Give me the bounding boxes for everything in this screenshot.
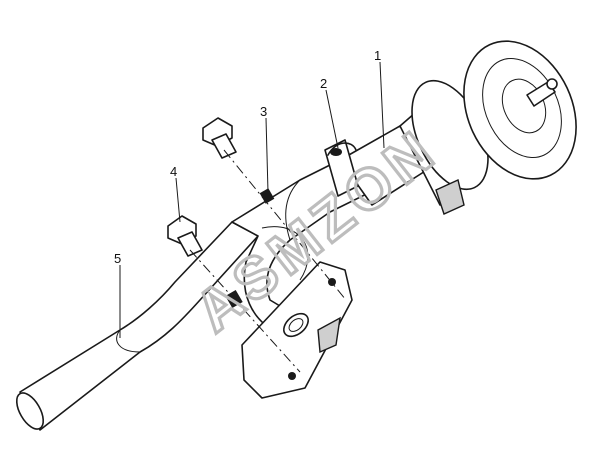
bolt-lower [167,215,203,257]
assembly-line-lower [189,249,301,373]
muffler [399,40,577,215]
bolt-upper [202,117,237,159]
assembly-line-upper [223,149,347,301]
leader-line-2 [325,89,339,149]
stud-upper [259,188,275,204]
clamp-section [324,125,431,206]
tailpipe [15,221,259,431]
flange-plate [241,261,353,399]
callout-label-1: 1 [374,48,381,63]
leader-line-1 [379,61,385,149]
callout-label-4: 4 [170,164,177,179]
callout-label-3: 3 [260,104,267,119]
leader-line-3 [265,117,269,193]
callout-label-5: 5 [114,251,121,266]
callout-label-2: 2 [320,76,327,91]
leader-line-4 [175,177,181,223]
